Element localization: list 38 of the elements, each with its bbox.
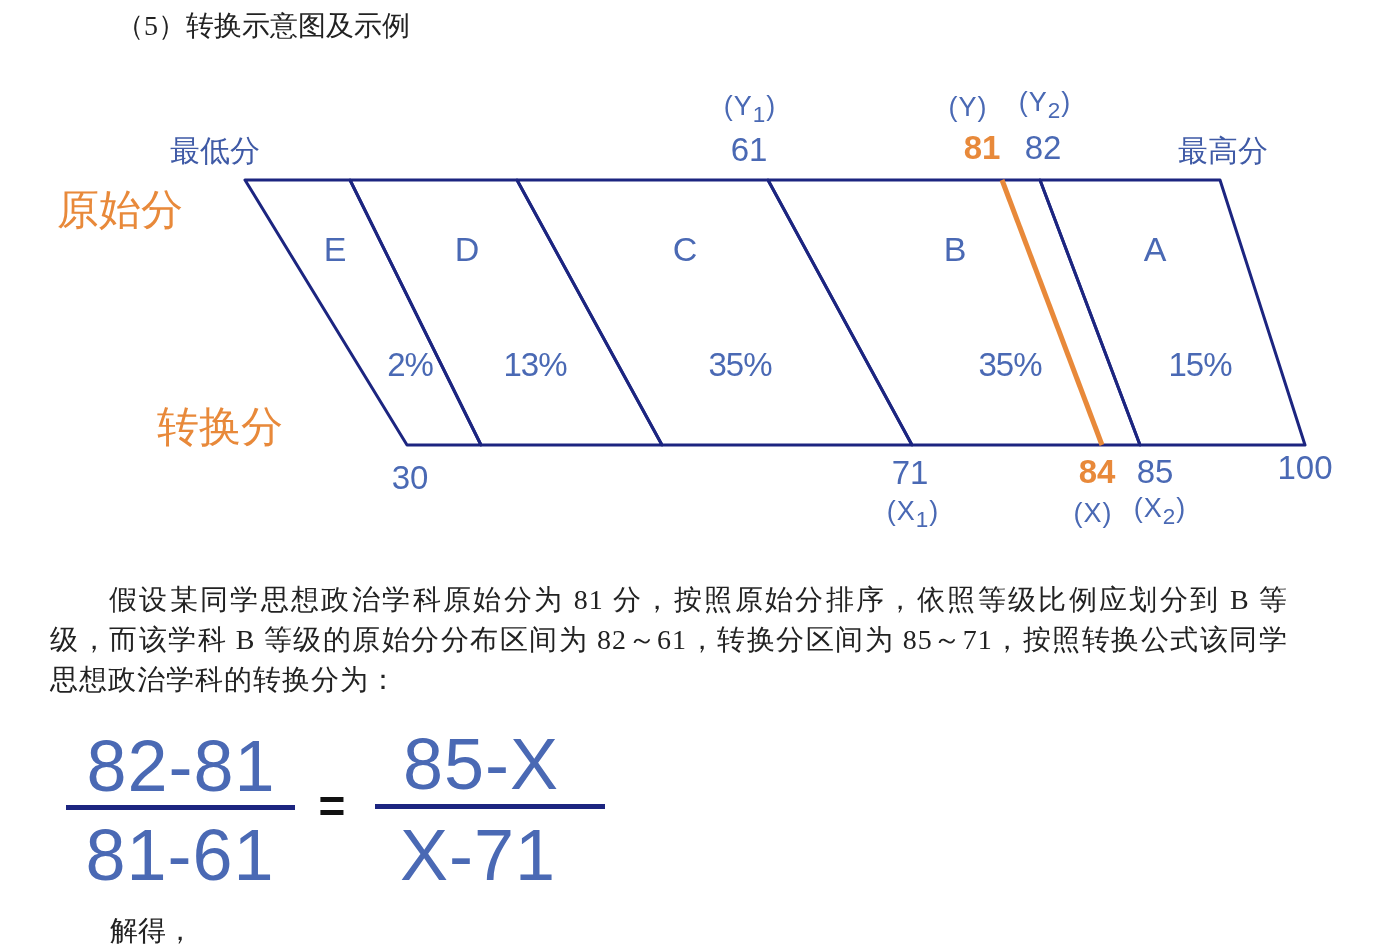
score-value: 61 — [730, 131, 768, 169]
row-label: 原始分 — [57, 186, 183, 234]
axis-end-label: 最低分 — [170, 133, 260, 167]
score-value: 100 — [1277, 449, 1333, 487]
axis-end-label: 最高分 — [1178, 133, 1268, 167]
grade-letter: D — [454, 231, 480, 269]
solution-text: 解得， — [110, 914, 194, 948]
variable-label: (X$_{2}$) — [1133, 494, 1187, 530]
score-value: 30 — [391, 459, 429, 497]
equals-sign: = — [318, 780, 346, 832]
grade-percentage: 35% — [978, 346, 1042, 384]
score-value: 71 — [891, 454, 929, 492]
fraction-term: X-71 — [399, 822, 557, 888]
section-heading: （5）转换示意图及示例 — [116, 9, 410, 43]
grade-band — [242, 177, 484, 448]
highlighted-score: 84 — [1078, 453, 1116, 491]
fraction-term: 85-X — [402, 731, 560, 797]
fraction-term: 82-81 — [86, 733, 276, 799]
fraction-term: 81-61 — [85, 822, 275, 888]
grade-percentage: 15% — [1168, 346, 1232, 384]
grade-band — [347, 177, 665, 448]
variable-label: (Y$_{2}$) — [1018, 88, 1072, 124]
grade-letter: A — [1143, 231, 1167, 269]
grade-percentage: 2% — [387, 346, 433, 384]
score-value: 85 — [1136, 453, 1174, 491]
grade-percentage: 13% — [503, 346, 567, 384]
variable-label: (X$_{1}$) — [886, 497, 940, 533]
score-value: 82 — [1024, 129, 1062, 167]
grade-percentage: 35% — [708, 346, 772, 384]
example-paragraph: 假设某同学思想政治学科原始分为 81 分，按照原始分排序，依照等级比例应划分到 B 等级，而该学科 B 等级的原始分分布区间为 82～61，转换分区间为 85～71，按照转换公式该同学思想政治学科的转换分为： — [50, 583, 1288, 697]
highlighted-score: 81 — [963, 129, 1001, 167]
grade-letter: B — [943, 231, 967, 269]
variable-label: (Y) — [948, 93, 988, 123]
row-label: 转换分 — [157, 403, 283, 451]
grade-letter: C — [672, 231, 698, 269]
variable-label: (X) — [1073, 499, 1113, 529]
variable-label: (Y$_{1}$) — [723, 92, 777, 128]
grade-letter: E — [323, 231, 347, 269]
